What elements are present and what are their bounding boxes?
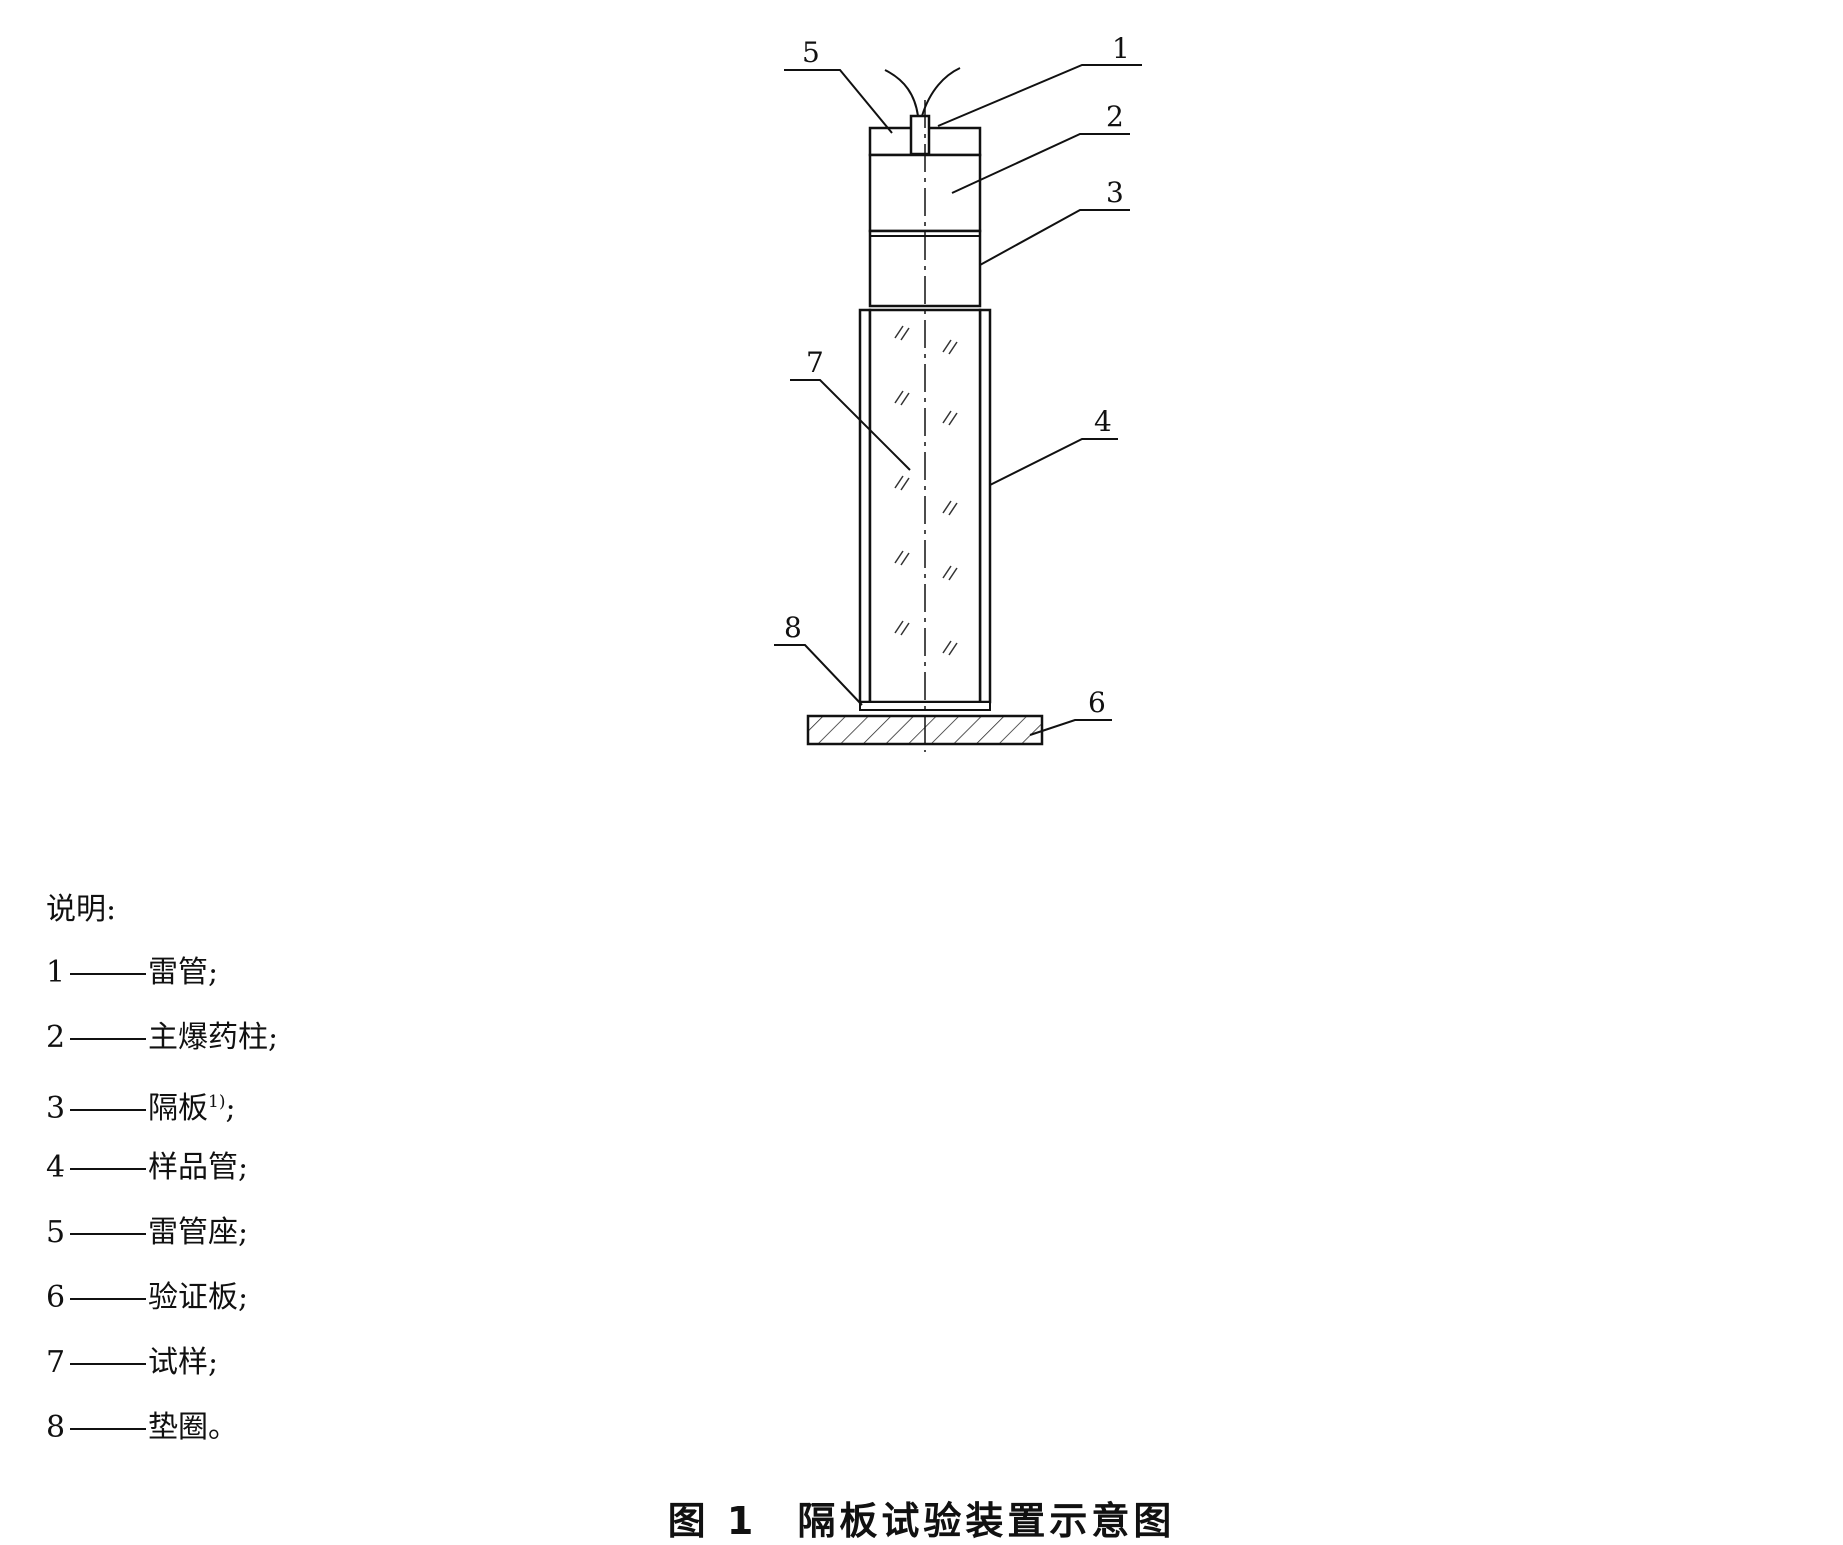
- callout-number-2: 2: [1106, 100, 1124, 133]
- legend-item-text: 垫圈。: [148, 1410, 238, 1445]
- legend-item: 6 验证板;: [46, 1265, 278, 1330]
- callout-number-6: 6: [1088, 686, 1106, 719]
- figure-number: 图 1: [667, 1499, 758, 1543]
- figure-caption: 图 1 隔板试验装置示意图: [0, 1490, 1843, 1545]
- legend-item: 4 样品管;: [46, 1135, 278, 1200]
- footnote-marker: 1): [208, 1092, 226, 1112]
- legend-item-number: 2: [46, 1020, 66, 1055]
- legend-item: 1 雷管;: [46, 940, 278, 1005]
- legend-item-text: 样品管;: [148, 1150, 249, 1185]
- callout-number-7: 7: [806, 346, 824, 379]
- detonator-wire: [884, 69, 919, 117]
- sample-tube-left-wall: [858, 308, 872, 704]
- legend-dash: [70, 1233, 146, 1235]
- legend-heading: 说明:: [46, 892, 117, 927]
- legend-dash: [70, 1298, 146, 1300]
- legend-dash: [70, 1109, 146, 1111]
- callout-number-1: 1: [1112, 32, 1130, 65]
- detonator-wire: [921, 67, 961, 117]
- leader-line-5: [784, 69, 893, 134]
- leader-line-7: [790, 379, 911, 471]
- legend-item-text: 验证板;: [148, 1280, 249, 1315]
- legend-dash: [70, 1168, 146, 1170]
- legend-item: 8 垫圈。: [46, 1395, 278, 1460]
- legend: 说明: 1 雷管; 2 主爆药柱; 3 隔板1); 4 样品管; 5 雷管座; 6 验证板;…: [46, 880, 278, 1460]
- legend-item: 2 主爆药柱;: [46, 1005, 278, 1070]
- legend-item: 5 雷管座;: [46, 1200, 278, 1265]
- legend-item-number: 3: [46, 1091, 66, 1126]
- legend-dash: [70, 1428, 146, 1430]
- legend-item-number: 7: [46, 1345, 66, 1380]
- legend-item-number: 8: [46, 1410, 66, 1445]
- sample-tube-right-wall: [978, 308, 992, 704]
- legend-item: 3 隔板1);: [46, 1070, 278, 1135]
- gap-test-apparatus-diagram: 1 2 3 4 5 6 7 8: [774, 32, 1142, 752]
- legend-item-text: 主爆药柱;: [148, 1020, 279, 1055]
- legend-item-suffix: ;: [225, 1091, 236, 1126]
- legend-item-text: 雷管;: [148, 955, 219, 990]
- leader-line-3: [979, 209, 1130, 266]
- callout-number-5: 5: [802, 36, 820, 69]
- legend-item-number: 5: [46, 1215, 66, 1250]
- callout-number-3: 3: [1106, 176, 1124, 209]
- leader-line-6: [1029, 719, 1112, 736]
- legend-item-number: 1: [46, 955, 66, 990]
- legend-item-text: 隔板: [148, 1091, 208, 1126]
- legend-item-text: 试样;: [148, 1345, 219, 1380]
- detonator: [909, 114, 931, 156]
- sample-glass-hatch: [894, 325, 958, 656]
- leader-line-4: [989, 438, 1118, 486]
- legend-dash: [70, 1363, 146, 1365]
- callout-number-4: 4: [1094, 405, 1112, 438]
- legend-dash: [70, 1038, 146, 1040]
- legend-item-number: 4: [46, 1150, 66, 1185]
- legend-item: 7 试样;: [46, 1330, 278, 1395]
- leader-line-2: [951, 133, 1130, 194]
- legend-dash: [70, 973, 146, 975]
- leader-line-8: [774, 644, 863, 706]
- legend-item-number: 6: [46, 1280, 66, 1315]
- leader-line-1: [937, 64, 1142, 127]
- figure-title: 隔板试验装置示意图: [797, 1499, 1176, 1543]
- legend-item-text: 雷管座;: [148, 1215, 249, 1250]
- callout-number-8: 8: [784, 611, 802, 644]
